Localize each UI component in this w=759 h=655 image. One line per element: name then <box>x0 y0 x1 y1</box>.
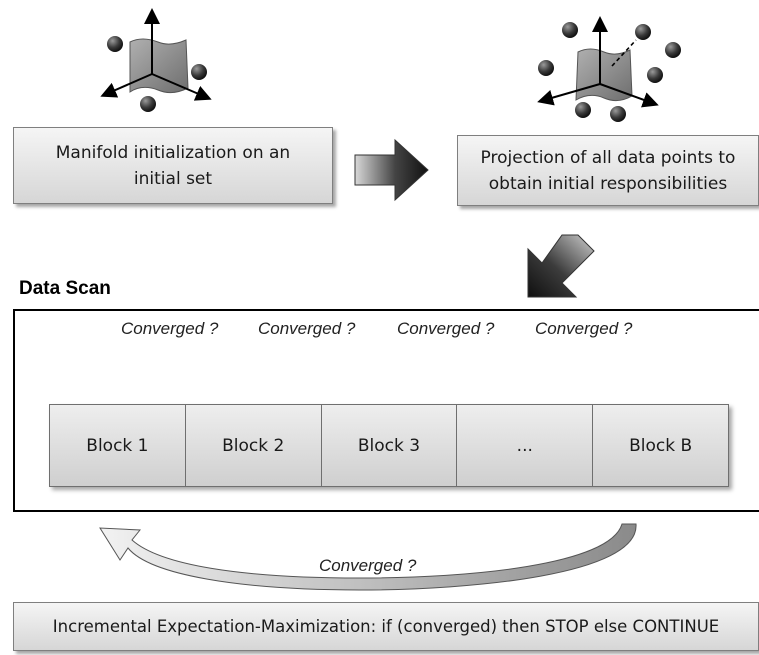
block-1: Block 1 <box>49 404 186 487</box>
manifold-initialization-box: Manifold initialization on an initial se… <box>13 127 333 204</box>
manifold-axes-icon <box>100 8 212 112</box>
arrow-down-left-icon <box>527 234 595 298</box>
manifold-projection-icon <box>537 16 681 122</box>
projection-box: Projection of all data points to obtain … <box>457 135 759 206</box>
arrow-right-icon <box>354 138 429 202</box>
block-3: Block 3 <box>320 404 458 487</box>
data-scan-title: Data Scan <box>19 278 111 299</box>
manifold-initialization-label: Manifold initialization on an initial se… <box>55 142 291 189</box>
incremental-em-label: Incremental Expectation-Maximization: if… <box>52 616 720 636</box>
transition-label: Converged ? <box>258 319 356 338</box>
global-convergence-label: Converged ? <box>319 556 417 575</box>
transition-label: Converged ? <box>535 319 633 338</box>
transition-label: Converged ? <box>397 319 495 338</box>
block-ellipsis: ... <box>456 404 594 487</box>
transition-label: Converged ? <box>121 319 219 338</box>
block-2: Block 2 <box>184 404 322 487</box>
incremental-em-box: Incremental Expectation-Maximization: if… <box>13 602 759 651</box>
block-b: Block B <box>592 404 729 487</box>
blocks-row: Block 1 Block 2 Block 3 ... Block B <box>49 404 729 487</box>
projection-label: Projection of all data points to obtain … <box>480 147 736 194</box>
loop-back-arrow-icon <box>99 523 637 591</box>
